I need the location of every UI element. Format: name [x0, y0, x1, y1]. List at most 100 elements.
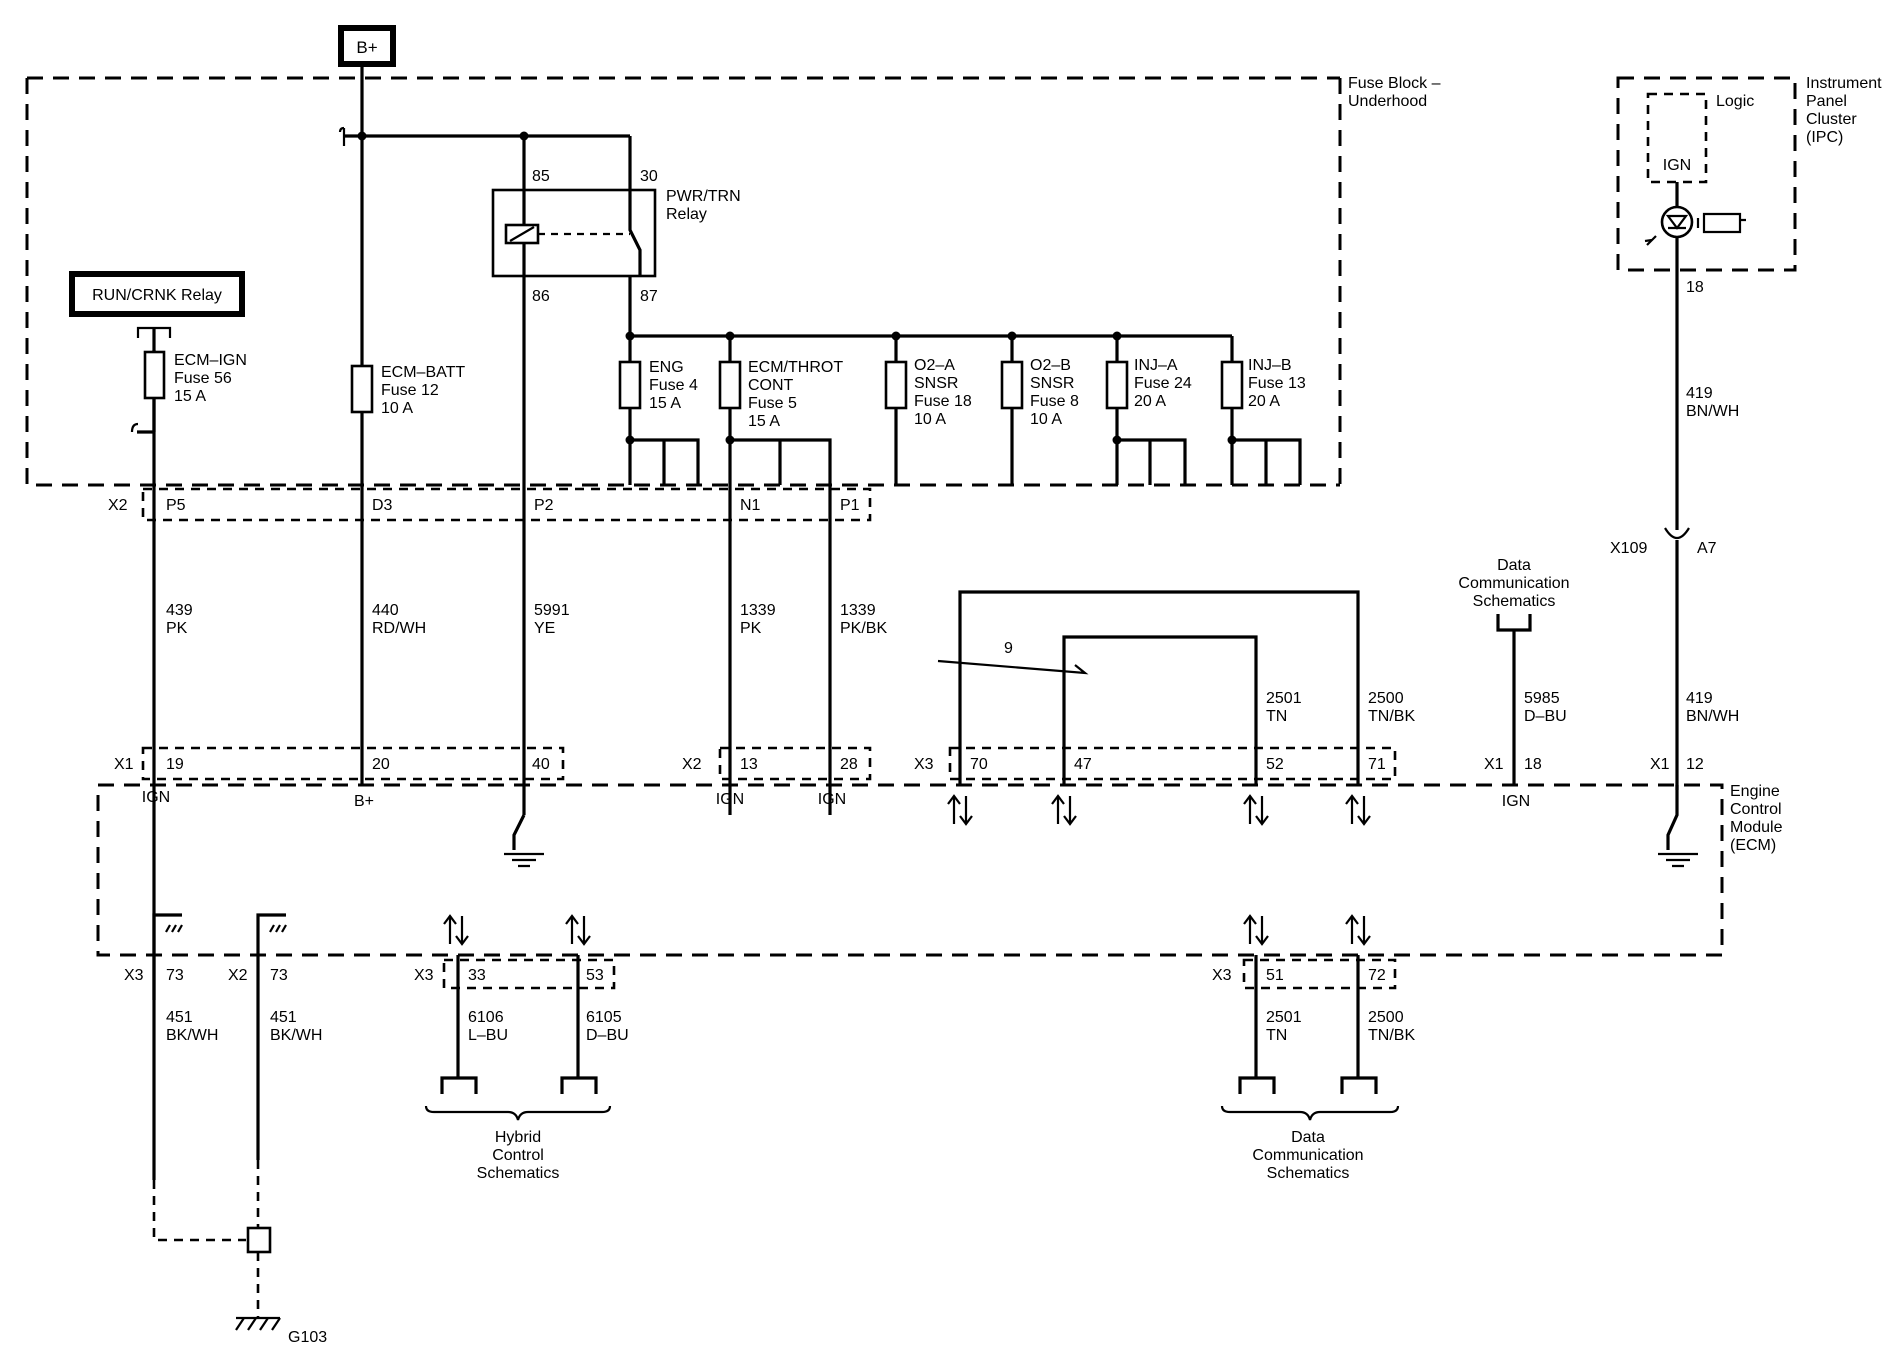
circuit-440-num: 440 — [372, 602, 399, 619]
data-comm-top-l2: Communication — [1458, 575, 1569, 592]
ecm-x3-label: X3 — [914, 756, 934, 773]
ecm-bottom-x3-a: X3 — [124, 967, 144, 984]
ipc-ign-label: IGN — [1663, 157, 1691, 174]
circuit-6106-color: L–BU — [468, 1027, 508, 1044]
fuse-3-l1: ECM/THROT — [748, 359, 843, 376]
x2-top-pin-n1: N1 — [740, 497, 761, 514]
fuse-4-l1: O2–A — [914, 357, 955, 374]
relay-name-2: Relay — [666, 206, 707, 223]
fuse-block-label-2: Underhood — [1348, 93, 1427, 110]
x2-top-label: X2 — [108, 497, 128, 514]
data-comm-top-l3: Schematics — [1473, 593, 1556, 610]
fuse-0-l1: ECM–IGN — [174, 352, 247, 369]
x2-top-pin-p2: P2 — [534, 497, 554, 514]
hybrid-label-1: Hybrid — [495, 1129, 541, 1146]
fuse-1-l1: ECM–BATT — [381, 364, 465, 381]
fuse-3-l2: CONT — [748, 377, 794, 394]
fuse-2-l2: Fuse 4 — [649, 377, 698, 394]
fuse-o2a — [884, 360, 908, 410]
fuse-7-l3: 20 A — [1248, 393, 1280, 410]
relay-pin-30: 30 — [640, 168, 658, 185]
ground-icon-40 — [504, 852, 544, 868]
ecm-label-3: Module — [1730, 819, 1783, 836]
ecm-x3-bottom-connector-a — [442, 958, 616, 990]
fuse-6-l2: Fuse 24 — [1134, 375, 1192, 392]
circuit-451b-num: 451 — [270, 1009, 297, 1026]
fuse-eng — [618, 360, 642, 410]
fuse-6-l3: 20 A — [1134, 393, 1166, 410]
ecm-x3-connector — [948, 746, 1397, 781]
circuit-2500-color: TN/BK — [1368, 708, 1415, 725]
ipc-label-1: Instrument — [1806, 75, 1882, 92]
ecm-bottom-pin-51: 51 — [1266, 967, 1284, 984]
ecm-label-1: Engine — [1730, 783, 1780, 800]
fuse-4-l3: Fuse 18 — [914, 393, 972, 410]
fuse-5-l1: O2–B — [1030, 357, 1071, 374]
ecm-ign-19: IGN — [142, 789, 170, 806]
data-comm-bottom-l2: Communication — [1252, 1147, 1363, 1164]
ipc-boundary — [1616, 76, 1797, 272]
ecm-pin-18: 18 — [1524, 756, 1542, 773]
fuse-inj-a — [1105, 360, 1129, 410]
data-comm-top-l1: Data — [1497, 557, 1531, 574]
battery-positive: B+ — [338, 25, 396, 67]
run-crank-relay-label: RUN/CRNK Relay — [92, 287, 222, 304]
ground-dashed-left — [152, 1180, 246, 1242]
circuit-439-color: PK — [166, 620, 188, 637]
pwr-trn-relay — [491, 136, 657, 278]
circuit-2501b-num: 2501 — [1266, 1009, 1302, 1026]
circuit-6105-color: D–BU — [586, 1027, 629, 1044]
ecm-pin-13: 13 — [740, 756, 758, 773]
wire-2500 — [958, 590, 1360, 785]
data-comm-brace — [1220, 1105, 1400, 1121]
hybrid-label-3: Schematics — [477, 1165, 560, 1182]
ecm-x1-label-b: X1 — [1484, 756, 1504, 773]
circuit-1339a-color: PK — [740, 620, 762, 637]
fuse-0-l3: 15 A — [174, 388, 206, 405]
ecm-label-4: (ECM) — [1730, 837, 1776, 854]
ecm-pin-12: 12 — [1686, 756, 1704, 773]
fuse-2-l3: 15 A — [649, 395, 681, 412]
fuse-0-l2: Fuse 56 — [174, 370, 232, 387]
fuse-block-label-1: Fuse Block – — [1348, 75, 1441, 92]
fuse-4-l2: SNSR — [914, 375, 958, 392]
ecm-bottom-pin-73a: 73 — [166, 967, 184, 984]
x2-fuse-block-connector — [141, 487, 872, 522]
run-crank-relay: RUN/CRNK Relay — [69, 271, 245, 317]
ipc-pin-18: 18 — [1686, 279, 1704, 296]
fuse-ecm-ign — [143, 350, 166, 400]
circuit-451a-num: 451 — [166, 1009, 193, 1026]
ecm-ign-28: IGN — [818, 791, 846, 808]
circuit-451b-color: BK/WH — [270, 1027, 322, 1044]
bidirectional-arrows-bottom — [443, 914, 1371, 946]
x2-top-pin-p5: P5 — [166, 497, 186, 514]
ecm-bottom-pin-73b: 73 — [270, 967, 288, 984]
relay-pin-86: 86 — [532, 288, 550, 305]
x109-pin: A7 — [1697, 540, 1717, 557]
circuit-2501b-color: TN — [1266, 1027, 1287, 1044]
hybrid-label-2: Control — [492, 1147, 544, 1164]
fuse-1-l2: Fuse 12 — [381, 382, 439, 399]
fuse-1-l3: 10 A — [381, 400, 413, 417]
ecm-x1-label-c: X1 — [1650, 756, 1670, 773]
x109-label: X109 — [1610, 540, 1647, 557]
ecm-bottom-pin-33: 33 — [468, 967, 486, 984]
ipc-label-2: Panel — [1806, 93, 1847, 110]
ecm-x1-label-a: X1 — [114, 756, 134, 773]
ground-label: G103 — [288, 1329, 327, 1346]
ecm-x3-bottom-connector-b — [1242, 958, 1397, 990]
wire-5985 — [1496, 614, 1532, 785]
fuse-ecm-batt — [350, 364, 374, 414]
circuit-1339b-color: PK/BK — [840, 620, 887, 637]
ecm-x1-connector-a — [141, 746, 565, 781]
fuse-block-boundary — [25, 76, 1342, 487]
ecm-bottom-x2: X2 — [228, 967, 248, 984]
ecm-pin-71: 71 — [1368, 756, 1386, 773]
fuse-3-l3: Fuse 5 — [748, 395, 797, 412]
circuit-1339b-num: 1339 — [840, 602, 876, 619]
x2-top-pin-d3: D3 — [372, 497, 393, 514]
ecm-pin-52: 52 — [1266, 756, 1284, 773]
circuit-419a-color: BN/WH — [1686, 403, 1739, 420]
ecm-ign-18: IGN — [1502, 793, 1530, 810]
ecm-x2-connector — [718, 746, 872, 781]
